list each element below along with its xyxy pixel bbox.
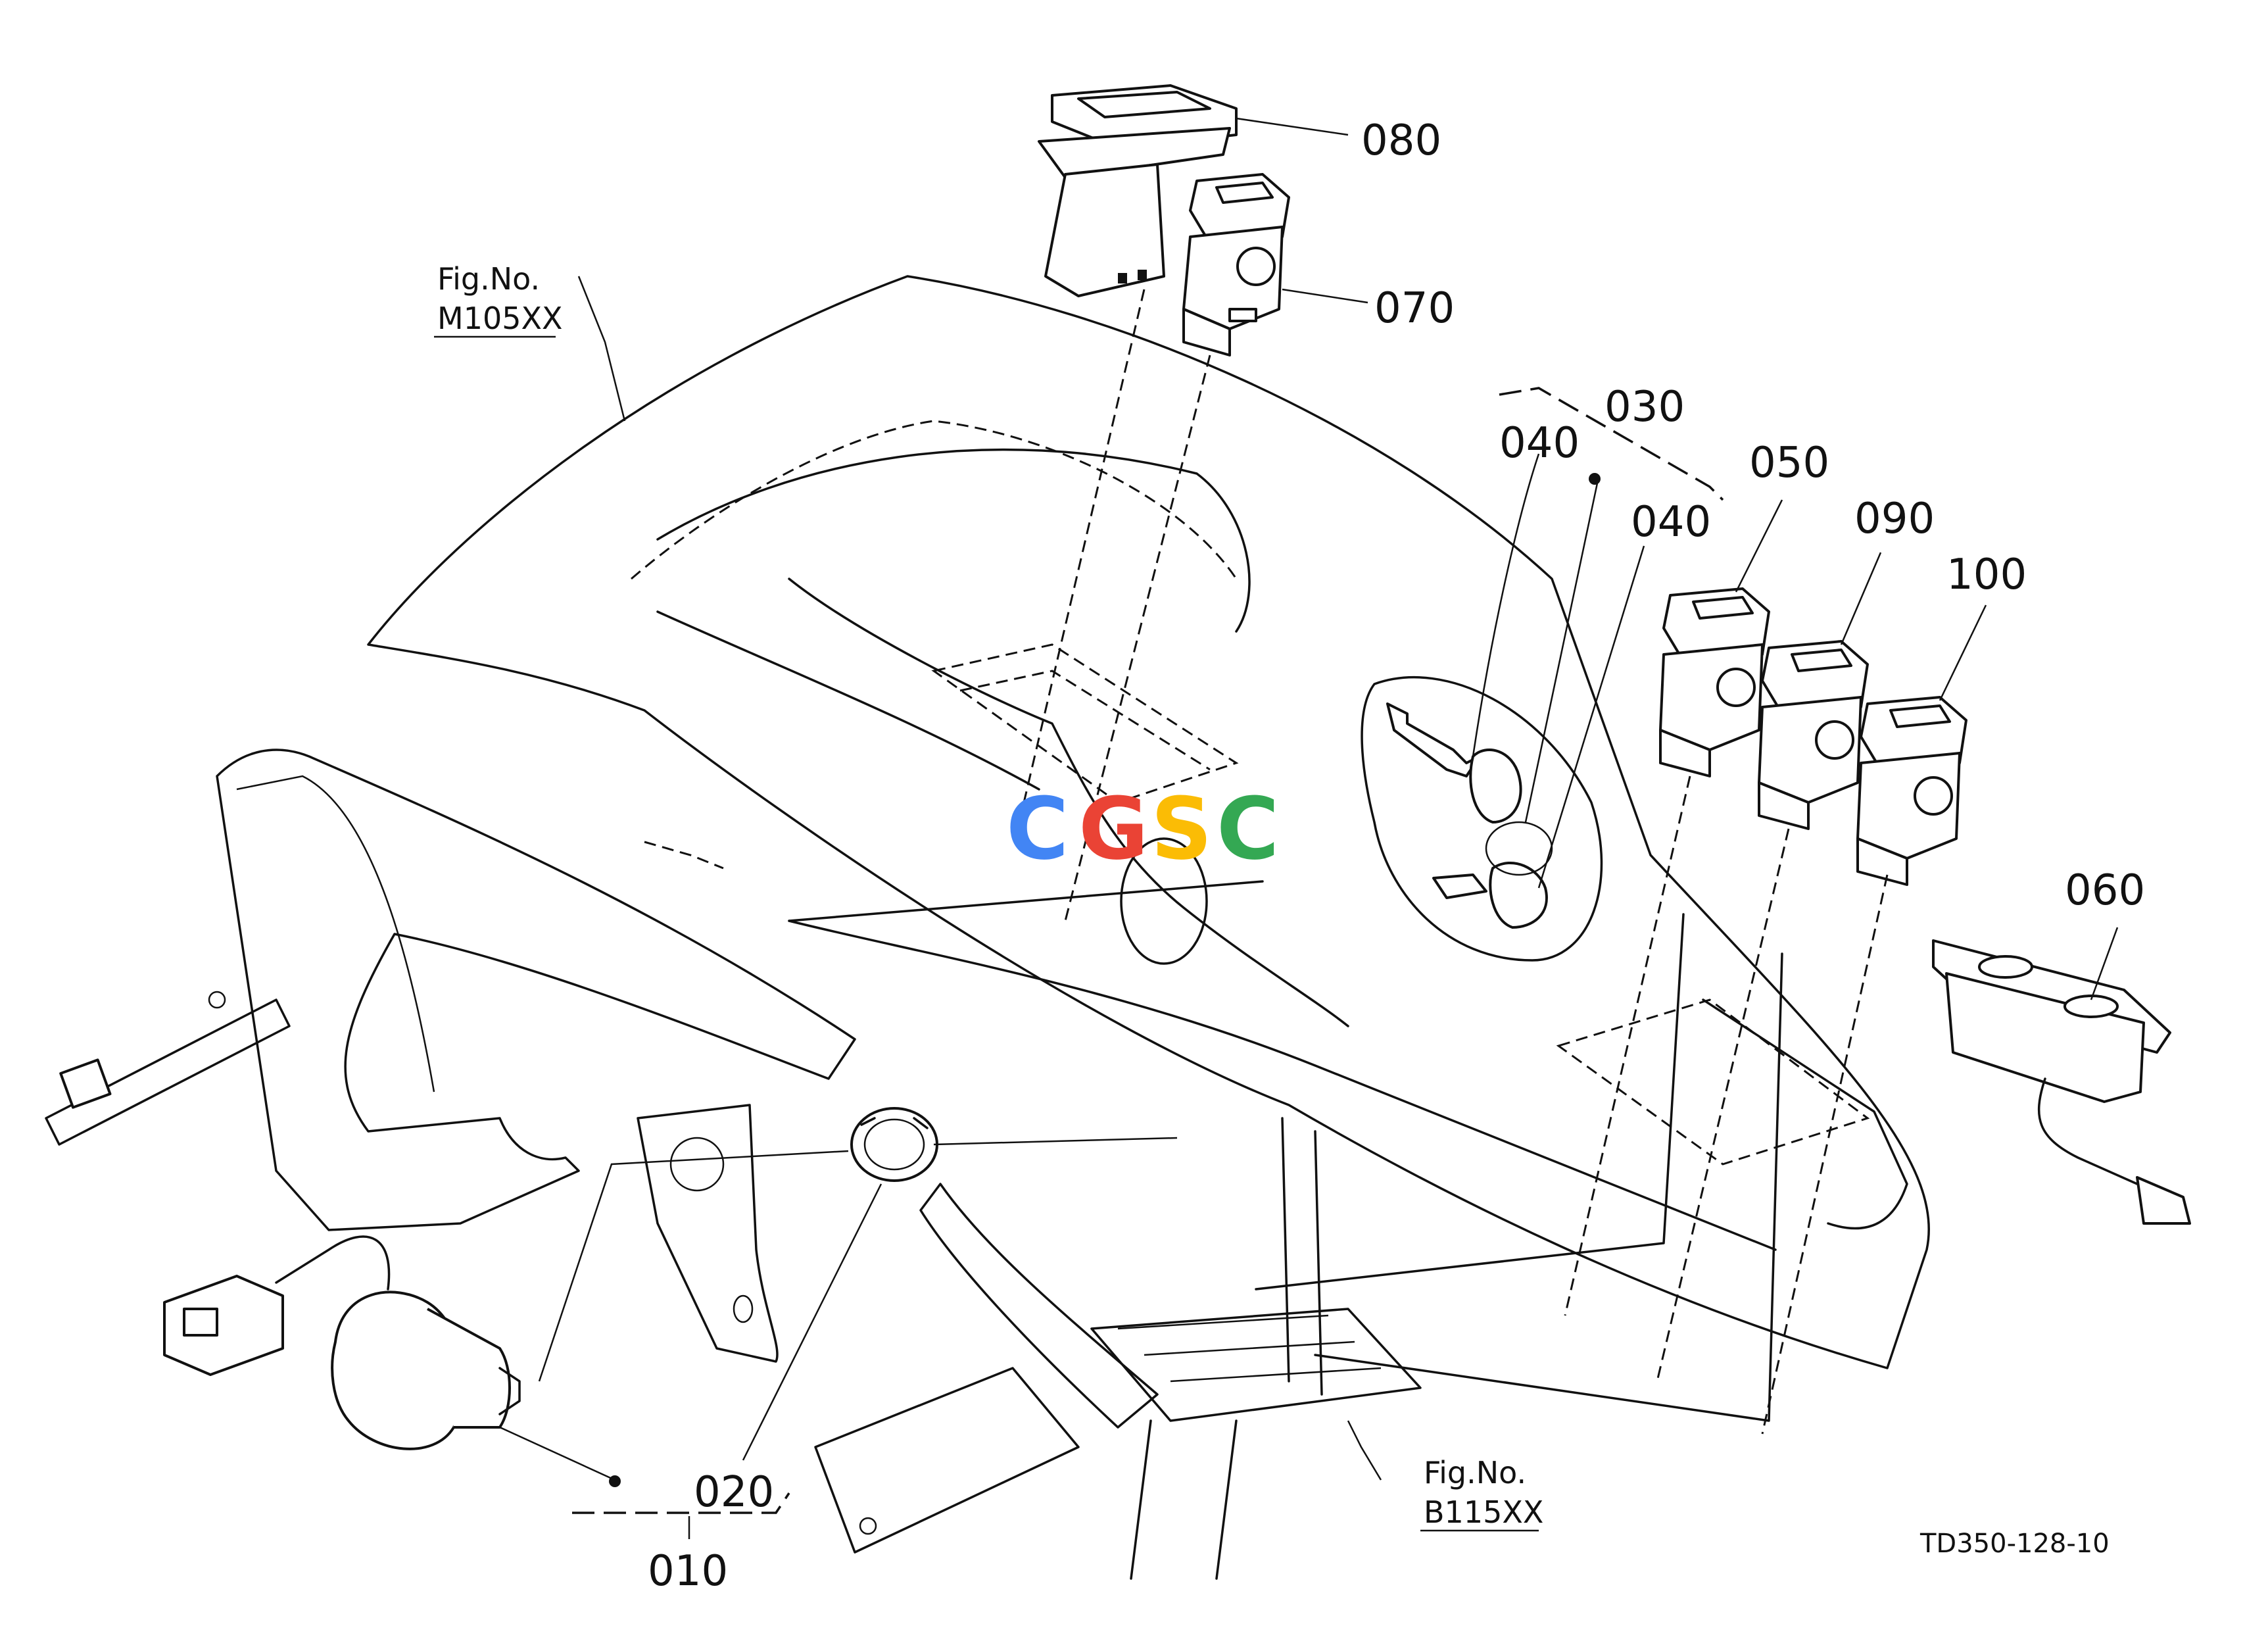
assembly-lines [572,289,1889,1514]
callout-050: 050 [1749,439,1829,487]
fig-ref-bottom-line2: B115XX [1424,1494,1543,1530]
callout-010: 010 [648,1547,728,1596]
part-040-keys [1386,702,1553,929]
callout-020: 020 [694,1468,774,1517]
part-060-dual-switch [1932,939,2191,1225]
fig-ref-top-line2: M105XX [437,301,563,336]
part-090-switch [1758,640,1869,830]
watermark-logo: C G S C [1006,779,1279,879]
part-050-switch [1659,587,1770,777]
callout-080: 080 [1361,116,1441,165]
part-070-switch [1182,173,1290,356]
callout-070: 070 [1374,284,1455,333]
drawing-code: TD350-128-10 [1919,1529,2110,1559]
watermark-letter-2: G [1078,779,1149,879]
part-010-socket [163,1235,521,1450]
watermark-letter-4: C [1217,779,1279,879]
watermark-letter-1: C [1006,779,1069,879]
watermark-letter-3: S [1151,779,1213,879]
lower-left-panel [45,749,1422,1580]
part-080-display [1038,84,1238,297]
leader-lines [499,117,2119,1487]
callout-090: 090 [1854,495,1935,543]
callout-100: 100 [1946,551,2027,599]
fig-ref-top-line1: Fig.No. [437,261,540,297]
part-100-switch [1856,696,1967,886]
part-020-ring [850,1107,938,1182]
callout-040b: 040 [1631,498,1711,547]
bracket-nut [59,1058,112,1109]
callout-040a: 040 [1499,419,1580,468]
fig-ref-bottom-line1: Fig.No. [1424,1455,1526,1490]
callout-060: 060 [2065,866,2145,915]
callout-030: 030 [1604,383,1685,431]
dashboard-panel [367,275,1930,1369]
callouts: 080 070 030 040 040 050 090 100 060 020 … [434,116,2145,1596]
